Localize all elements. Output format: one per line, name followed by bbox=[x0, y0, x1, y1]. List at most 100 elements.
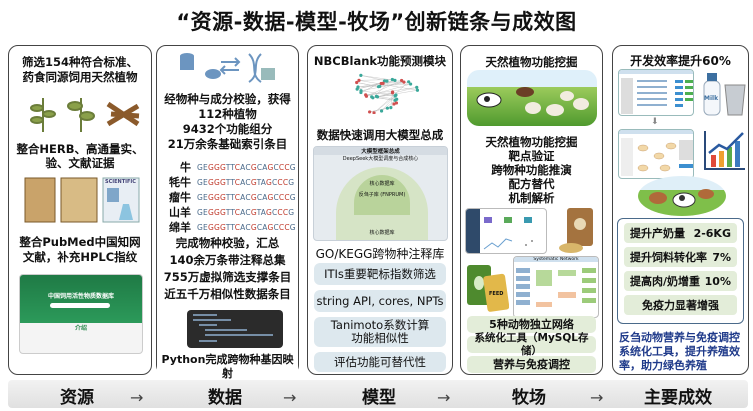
arrow-right-icon: → bbox=[437, 388, 451, 407]
farm-line-5: 机制解析 bbox=[508, 191, 555, 205]
database-intro: 介绍 bbox=[74, 325, 87, 332]
network-graph-image bbox=[343, 70, 423, 114]
metric-value: 10% bbox=[704, 274, 731, 288]
data-flow-icons bbox=[179, 50, 279, 84]
arrow-right-icon: → bbox=[130, 388, 144, 407]
metric-label: 免疫力显著增强 bbox=[642, 299, 719, 312]
database-title: 中国饲用活性物质数据库 bbox=[47, 293, 114, 300]
species-label: 牛 bbox=[180, 161, 191, 174]
stage-model: 模型 bbox=[362, 388, 396, 408]
model-box-2: string API, cores, NPTs bbox=[314, 290, 446, 312]
model-title: NBCBlank功能预测模块 bbox=[313, 54, 447, 68]
farm-line-3: 跨物种功能推演 bbox=[491, 163, 572, 177]
milk-label: Milk bbox=[704, 95, 719, 102]
data-footer: Python完成跨物种基因映射 bbox=[157, 353, 298, 381]
herb-plants-image bbox=[23, 94, 141, 134]
data-text-2a: 完成物种校验，汇总 bbox=[175, 236, 280, 250]
dashboard-screenshot bbox=[465, 208, 547, 254]
metric-value: 7% bbox=[712, 250, 731, 264]
feed-label: FEED bbox=[489, 291, 504, 297]
software-screenshot-2 bbox=[618, 129, 694, 179]
metric-label: 提高肉/奶增重 bbox=[630, 275, 701, 288]
farm-panel: 天然植物功能挖掘 天然植物功能挖掘 靶点验证 跨物种功能推演 配方替代 机制解析… bbox=[460, 45, 603, 375]
python-code-image bbox=[187, 310, 283, 348]
farm-line-2: 靶点验证 bbox=[508, 149, 555, 163]
network-label: Systematic Network bbox=[514, 257, 598, 262]
sequence-row: 绵羊 GEGGGTTCACGCAGCCCG bbox=[167, 219, 297, 235]
scientific-label: SCIENTIFIC bbox=[105, 179, 136, 185]
farm-line-4: 配方替代 bbox=[508, 177, 555, 191]
results-conclusion: 反刍动物营养与免疫调控 系统化工具，提升养殖效 率，助力绿色养殖 bbox=[619, 331, 740, 373]
model-box-1: ITIs重要靶标指数筛选 bbox=[314, 263, 446, 285]
conclusion-line: 系统化工具，提升养殖效 bbox=[619, 345, 740, 358]
arrow-right-icon: → bbox=[283, 388, 297, 407]
farm-box-1: 5种动物独立网络 bbox=[467, 316, 596, 333]
stage-farm: 牧场 bbox=[512, 388, 546, 408]
arrow-right-icon: → bbox=[590, 388, 604, 407]
database-screenshot: 中国饲用活性物质数据库 介绍 bbox=[19, 274, 143, 354]
stage-resource: 资源 bbox=[60, 388, 94, 408]
metric-feed-conversion: 提升饲料转化率 7% bbox=[624, 247, 737, 267]
data-text-1a: 经物种与成分校验，获得 bbox=[164, 92, 291, 106]
software-screenshot-1 bbox=[618, 69, 694, 116]
page-title: “资源-数据-模型-牧场”创新链条与成效图 bbox=[176, 10, 577, 34]
model-text-1: 数据快速调用大模型总成 bbox=[316, 128, 444, 142]
stage-results: 主要成效 bbox=[644, 388, 712, 408]
conclusion-line: 率，助力绿色养殖 bbox=[619, 359, 707, 372]
metric-label: 提升饲料转化率 bbox=[630, 251, 707, 264]
data-text-2d: 近五千万相似性数据条目 bbox=[164, 287, 291, 301]
feed-bags-image: FEED bbox=[465, 261, 509, 313]
data-text-1c: 9432个功能组分 bbox=[182, 122, 273, 136]
resource-text-3b: 文献，补充HPLC指纹 bbox=[22, 250, 138, 264]
model-text-2: GO/KEGG跨物种注释库 bbox=[315, 247, 445, 261]
milk-image: Milk bbox=[701, 71, 747, 119]
model-architecture-diagram: 大模型框架总成 DeepSeek大模型调度与合成核心 核心数据库 反刍子库 (F… bbox=[313, 146, 448, 241]
pasture-image bbox=[467, 70, 597, 126]
resource-text-1b: 药食同源饲用天然植物 bbox=[22, 70, 138, 84]
metric-label: 提升产奶量 bbox=[630, 227, 685, 240]
farm-line-1: 天然植物功能挖掘 bbox=[485, 135, 578, 149]
diagram-core-label: 核心数据库 bbox=[369, 181, 395, 187]
gene-sequence: GEGGGTTCACGCAGCCCG bbox=[197, 222, 296, 232]
feed-sack-image bbox=[557, 204, 597, 254]
resource-text-2a: 整合HERB、高通量实、 bbox=[16, 142, 144, 156]
systematic-network-image: Systematic Network bbox=[513, 256, 599, 318]
species-label: 绵羊 bbox=[169, 221, 191, 234]
metric-immunity: 免疫力显著增强 bbox=[624, 295, 737, 315]
gene-sequence: GEGGGTTCACGCAGCCCG bbox=[197, 192, 296, 202]
growth-chart-icon bbox=[703, 129, 747, 171]
gene-sequence: GEGGGTTCACGTAGCCCG bbox=[197, 207, 295, 217]
data-text-1d: 21万余条基础索引条目 bbox=[167, 137, 288, 151]
resource-text-1a: 筛选154种符合标准、 bbox=[21, 55, 138, 69]
model-box-4: 评估功能可替代性 bbox=[314, 352, 446, 372]
resource-text-2b: 验、文献证据 bbox=[45, 156, 115, 170]
books-image: SCIENTIFIC bbox=[23, 174, 141, 224]
gene-sequence: GEGGGTTCACGTAGCCCG bbox=[197, 177, 295, 187]
gene-sequence: GEGGGTTCACGCAGCCCG bbox=[197, 162, 296, 172]
sequence-row: 牦牛 GEGGGTTCACGTAGCCCG bbox=[167, 174, 297, 190]
model-panel: NBCBlank功能预测模块 数据快速调用大模型总成 大模型框架总成 DeepS… bbox=[307, 45, 453, 375]
conclusion-line: 反刍动物营养与免疫调控 bbox=[619, 331, 740, 344]
diagram-top-label: 大模型框架总成 bbox=[314, 147, 447, 155]
diagram-low-label: 核心数据库 bbox=[369, 230, 395, 236]
species-label: 山羊 bbox=[169, 206, 191, 219]
farm-box-2: 系统化工具（MySQL存储） bbox=[467, 332, 596, 357]
data-text-2c: 755万虚拟筛选支撑条目 bbox=[163, 270, 292, 284]
database-search-input[interactable] bbox=[50, 303, 110, 308]
model-box-3: Tanimoto系数计算功能相似性 bbox=[314, 317, 446, 347]
metric-milk-yield: 提升产奶量 2-6KG bbox=[624, 223, 737, 243]
resource-text-3a: 整合PubMed中国知网 bbox=[19, 235, 141, 249]
sequence-row: 牛 GEGGGTTCACGCAGCCCG bbox=[167, 159, 297, 175]
data-panel: 经物种与成分校验，获得 112种植物 9432个功能组分 21万余条基础索引条目… bbox=[156, 45, 299, 381]
farm-box-3: 营养与免疫调控 bbox=[467, 356, 596, 373]
farm-title: 天然植物功能挖掘 bbox=[485, 55, 578, 69]
metric-value: 2-6KG bbox=[693, 226, 731, 240]
data-text-1b: 112种植物 bbox=[198, 107, 257, 121]
species-label: 牦牛 bbox=[169, 176, 191, 189]
resource-panel: 筛选154种符合标准、 药食同源饲用天然植物 整合HERB、高通量实、 验、文献… bbox=[8, 45, 152, 375]
diagram-sub-label: DeepSeek大模型调度与合成核心 bbox=[342, 156, 419, 162]
